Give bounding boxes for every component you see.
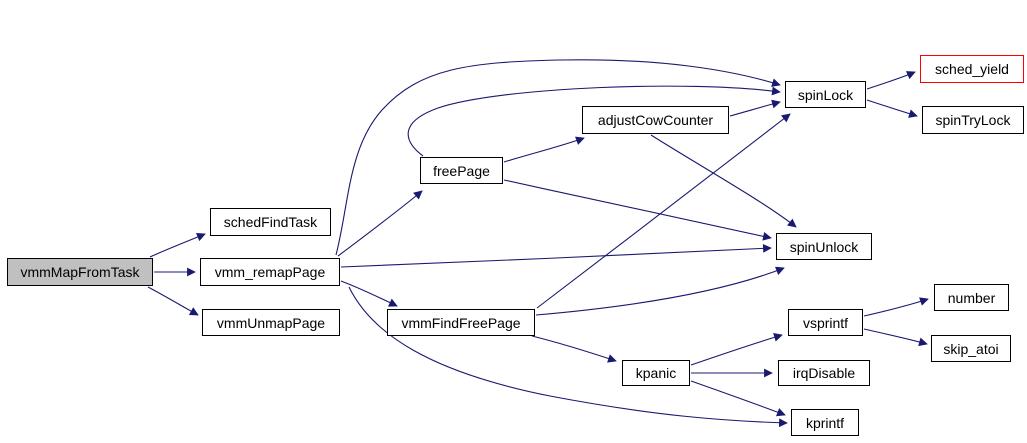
node-sched_yield[interactable]: sched_yield [920, 55, 1024, 83]
edge-vsprintf-to-skip_atoi [863, 328, 928, 347]
node-label-adjustCowCounter: adjustCowCounter [597, 112, 714, 128]
edge-vmmMapFromTask-to-schedFindTask [149, 232, 206, 258]
node-label-spinTryLock: spinTryLock [935, 112, 1011, 128]
edge-kpanic-to-vsprintf [690, 333, 783, 366]
node-kprintf[interactable]: kprintf [791, 409, 859, 436]
edge-vmmMapFromTask-to-vmmUnmapPage [147, 286, 199, 316]
node-label-vmmFindFreePage: vmmFindFreePage [401, 314, 521, 331]
node-vmmFindFreePage[interactable]: vmmFindFreePage [387, 309, 535, 336]
node-label-skip_atoi: skip_atoi [943, 340, 999, 357]
edge-vmm_remapPage-to-vmmFindFreePage [340, 280, 398, 307]
node-vsprintf[interactable]: vsprintf [788, 309, 863, 336]
edge-freePage-to-spinUnlock [503, 179, 772, 241]
node-label-spinLock: spinLock [797, 86, 854, 103]
node-label-number: number [947, 289, 996, 306]
edge-spinLock-to-spinTryLock [866, 99, 918, 118]
node-label-irqDisable: irqDisable [792, 365, 856, 381]
node-vmmMapFromTask[interactable]: vmmMapFromTask [7, 258, 153, 286]
node-label-spinUnlock: spinUnlock [789, 238, 859, 255]
node-spinTryLock[interactable]: spinTryLock [922, 106, 1024, 134]
node-number[interactable]: number [934, 284, 1009, 311]
node-label-vmmMapFromTask: vmmMapFromTask [20, 264, 140, 280]
node-schedFindTask[interactable]: schedFindTask [210, 208, 331, 236]
edge-freePage-to-adjustCowCounter [503, 136, 585, 163]
edge-kpanic-to-kprintf [690, 380, 786, 417]
node-irqDisable[interactable]: irqDisable [778, 360, 870, 386]
node-label-vmmUnmapPage: vmmUnmapPage [216, 314, 326, 331]
node-spinLock[interactable]: spinLock [785, 81, 866, 108]
node-vmmUnmapPage[interactable]: vmmUnmapPage [202, 309, 340, 336]
node-freePage[interactable]: freePage [420, 157, 503, 184]
edge-adjustCowCounter-to-spinUnlock [650, 134, 797, 228]
node-label-vmm_remapPage: vmm_remapPage [214, 264, 326, 280]
node-label-schedFindTask: schedFindTask [223, 214, 318, 230]
node-skip_atoi[interactable]: skip_atoi [931, 335, 1011, 362]
edge-vsprintf-to-number [863, 297, 929, 317]
node-label-kprintf: kprintf [805, 414, 845, 431]
edge-vmm_remapPage-to-freePage [337, 190, 423, 257]
node-label-freePage: freePage [433, 162, 490, 179]
node-spinUnlock[interactable]: spinUnlock [776, 233, 872, 260]
node-vmm_remapPage[interactable]: vmm_remapPage [200, 258, 340, 286]
edge-vmm_remapPage-to-spinLock [335, 59, 781, 256]
edge-spinLock-to-sched_yield [866, 71, 916, 90]
edge-vmm_remapPage-to-kprintf [348, 286, 788, 428]
node-kpanic[interactable]: kpanic [622, 360, 690, 386]
edge-vmmFindFreePage-to-spinUnlock [535, 266, 785, 316]
node-label-kpanic: kpanic [635, 365, 677, 381]
edge-vmm_remapPage-to-spinUnlock [340, 243, 772, 268]
edge-adjustCowCounter-to-spinLock [729, 99, 781, 117]
edge-vmmFindFreePage-to-spinLock [536, 113, 791, 309]
node-label-vsprintf: vsprintf [802, 314, 849, 331]
node-label-sched_yield: sched_yield [935, 61, 1009, 77]
node-adjustCowCounter[interactable]: adjustCowCounter [582, 106, 729, 134]
edge-vmmFindFreePage-to-kpanic [531, 335, 617, 363]
edge-freePage-to-spinLock [407, 85, 781, 157]
